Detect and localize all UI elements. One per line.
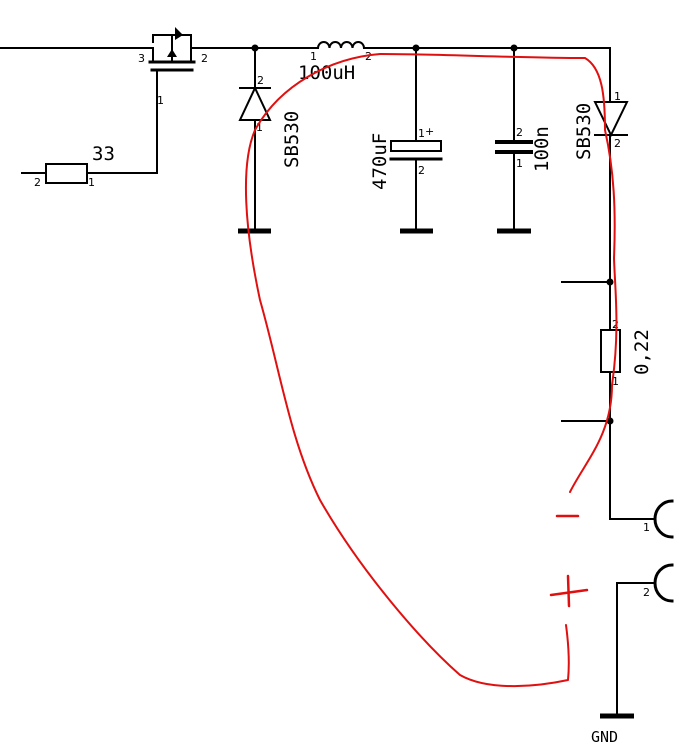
connector-pin2: 2 (643, 586, 650, 599)
junction-dots (251, 44, 614, 425)
gate-resistor-pin-right: 1 (88, 176, 95, 189)
mosfet-pin-left: 3 (138, 52, 145, 65)
top-rail-wires (0, 47, 611, 99)
electrolytic-cap-plus-sign: + (425, 125, 434, 138)
diode-right-pin-top: 1 (614, 90, 621, 103)
connector-pin1: 1 (643, 521, 650, 534)
inductor-pin-left: 1 (310, 50, 317, 63)
inductor: 100uH 1 2 (298, 41, 372, 84)
mosfet-symbol: 1 3 2 (138, 27, 208, 174)
ground-label: GND (591, 728, 618, 746)
diode-right-label: SB530 (573, 103, 595, 160)
red-annotation: − + (244, 53, 618, 688)
gate-resistor: 33 2 1 (21, 143, 158, 189)
gate-resistor-pin-left: 2 (34, 176, 41, 189)
mosfet-pin-right: 2 (201, 52, 208, 65)
diode-left-pin-top: 2 (257, 74, 264, 87)
diode-right: 1 2 SB530 (573, 90, 629, 331)
inductor-value: 100uH (298, 62, 355, 84)
diode-left: 2 1 SB530 (238, 47, 303, 231)
electrolytic-cap-value: 470uF (369, 133, 391, 190)
electrolytic-capacitor: 1 + 2 470uF (369, 47, 443, 231)
connector: 1 2 (609, 499, 674, 717)
inductor-pin-right: 2 (365, 50, 372, 63)
diode-left-label: SB530 (281, 111, 303, 168)
gate-resistor-value: 33 (92, 143, 115, 165)
diode-right-pin-bottom: 2 (614, 137, 621, 150)
ceramic-cap-pin-top: 2 (516, 126, 523, 139)
ceramic-capacitor: 2 1 100n (495, 47, 553, 231)
shunt-resistor-pin-bottom: 1 (612, 375, 619, 388)
ceramic-cap-pin-bottom: 1 (516, 157, 523, 170)
electrolytic-cap-pin-plus: 1 (418, 127, 425, 140)
diode-left-pin-bottom: 1 (256, 121, 263, 134)
ground-bars (238, 228, 634, 719)
mosfet-pin-gate: 1 (157, 94, 164, 107)
shunt-resistor-value: 0,22 (631, 329, 653, 375)
electrolytic-cap-pin-bottom: 2 (418, 164, 425, 177)
ceramic-cap-value: 100n (531, 126, 553, 172)
